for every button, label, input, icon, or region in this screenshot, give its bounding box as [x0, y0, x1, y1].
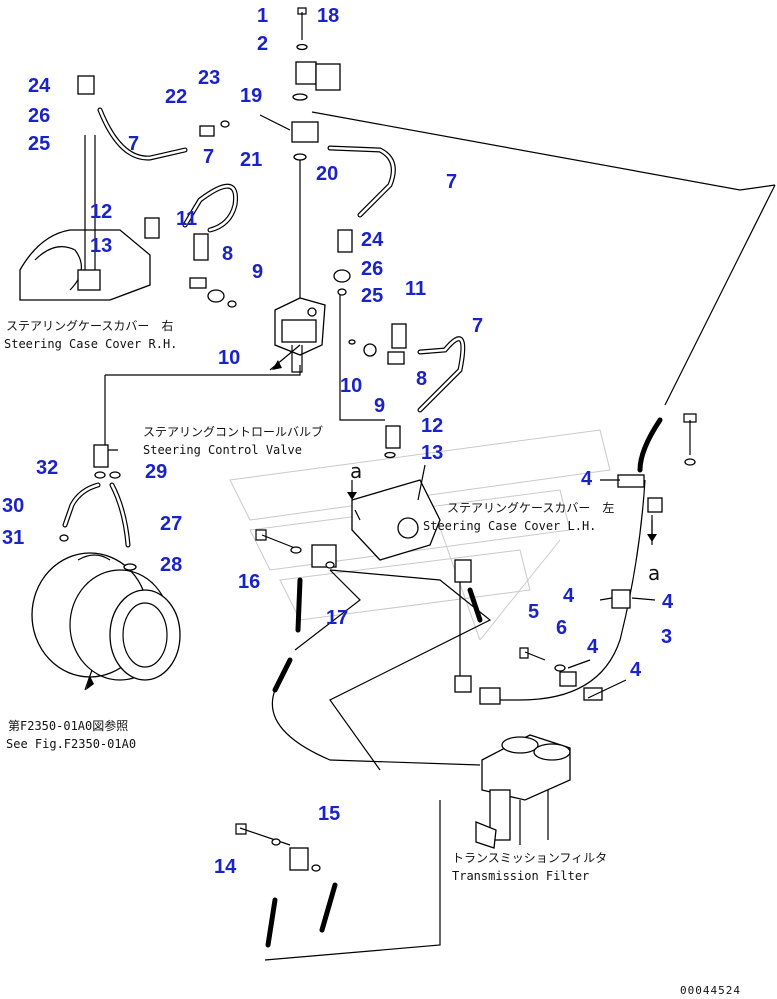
part-number: 7 — [128, 133, 139, 155]
part-number: 9 — [374, 395, 385, 417]
part-number: 12 — [90, 201, 112, 223]
part-number: 8 — [222, 243, 233, 265]
steering-case-cover-rh — [19, 135, 151, 301]
part-number: 25 — [28, 133, 50, 155]
part-number: 8 — [416, 368, 427, 390]
part-number: 32 — [36, 457, 58, 479]
part-number: 10 — [340, 375, 362, 397]
part-label: a — [350, 459, 362, 483]
part-label: a — [648, 561, 660, 585]
arrow-markers — [86, 360, 657, 690]
drawing-number: 00044524 — [680, 984, 741, 997]
top-block — [259, 7, 341, 161]
part-number: 30 — [2, 495, 24, 517]
part-number: 26 — [28, 105, 50, 127]
part-number: 1 — [257, 5, 268, 27]
part-number: 20 — [316, 163, 338, 185]
part-number: 21 — [240, 149, 262, 171]
part-number: 24 — [361, 229, 384, 251]
caption-rh-jp: ステアリングケースカバー 右 — [6, 318, 173, 333]
part-number: 2 — [257, 33, 268, 55]
part-number: 11 — [405, 278, 426, 300]
part-number: 7 — [203, 146, 214, 168]
part-number: 16 — [238, 571, 260, 593]
part-number: 29 — [145, 461, 167, 483]
part-number: 3 — [661, 626, 672, 648]
caption-fig-en: See Fig.F2350-01A0 — [6, 737, 136, 751]
captions: ステアリングケースカバー 右 Steering Case Cover R.H. … — [4, 318, 741, 997]
part-number: 4 — [563, 585, 575, 607]
part-number: 11 — [176, 208, 197, 230]
part-number: 10 — [218, 347, 240, 369]
caption-lh-en: Steering Case Cover L.H. — [423, 519, 596, 533]
part-number: 23 — [198, 67, 220, 89]
part-number: 17 — [326, 607, 348, 629]
part-number: 4 — [662, 591, 674, 613]
part-number: 7 — [472, 315, 483, 337]
part-number: 4 — [581, 468, 593, 490]
part-number: 31 — [2, 527, 24, 549]
fittings — [77, 75, 697, 872]
part-number: 4 — [587, 636, 599, 658]
hose-routes — [104, 111, 776, 961]
caption-rh-en: Steering Case Cover R.H. — [4, 337, 177, 351]
lube-hoses — [59, 471, 137, 571]
leader-lines — [84, 344, 656, 699]
transmission-filter — [475, 734, 571, 849]
part-number: 19 — [240, 85, 262, 107]
part-number: 25 — [361, 285, 383, 307]
part-number: 4 — [630, 659, 642, 681]
caption-filter-jp: トランスミッションフィルタ — [452, 851, 607, 865]
part-number: 7 — [446, 171, 457, 193]
hoses — [97, 107, 663, 948]
part-number: 5 — [528, 601, 539, 623]
torque-converter — [31, 444, 181, 681]
part-number: 6 — [556, 617, 567, 639]
part-number: 14 — [214, 856, 237, 878]
caption-fig-jp: 第F2350-01A0図参照 — [8, 718, 128, 733]
caption-valve-en: Steering Control Valve — [143, 443, 302, 457]
part-number: 22 — [165, 86, 187, 108]
caption-filter-en: Transmission Filter — [452, 869, 589, 883]
part-number: 27 — [160, 513, 182, 535]
caption-lh-jp: ステアリングケースカバー 左 — [447, 500, 614, 515]
callout-numbers: 1 2 18 24 23 22 19 26 25 7 7 7 21 20 12 … — [2, 5, 674, 878]
part-number: 13 — [90, 235, 112, 257]
part-number: 9 — [252, 261, 263, 283]
part-number: 28 — [160, 554, 182, 576]
part-number: 18 — [317, 5, 339, 27]
caption-valve-jp: ステアリングコントロールバルブ — [143, 424, 323, 439]
part-number: 15 — [318, 803, 340, 825]
part-number: 24 — [28, 75, 51, 97]
part-number: 13 — [421, 442, 443, 464]
part-number: 26 — [361, 258, 383, 280]
steering-control-valve — [274, 297, 326, 373]
part-number: 12 — [421, 415, 443, 437]
